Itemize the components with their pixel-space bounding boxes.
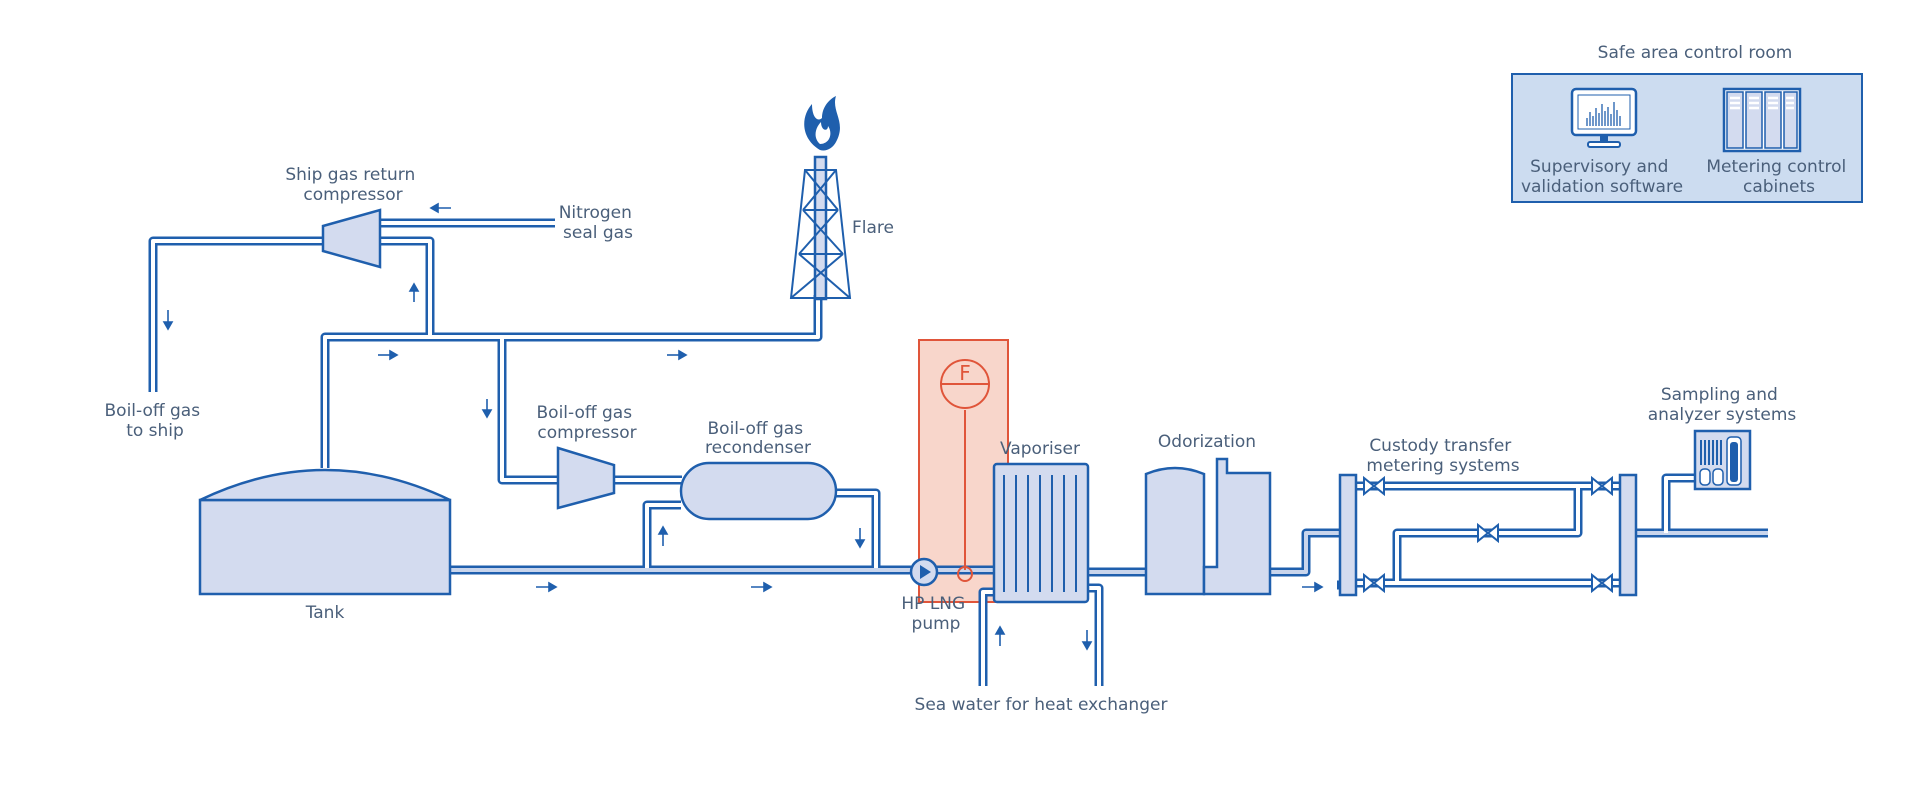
hp-lng-pump: HP LNG pump xyxy=(901,557,970,634)
cabinet-icon xyxy=(1722,87,1802,153)
flow-arrow-icon xyxy=(481,399,493,419)
valve-icon xyxy=(1363,572,1385,594)
tank-label: Tank xyxy=(305,603,345,623)
flow-arrow-icon xyxy=(854,528,866,549)
flare-tower-icon xyxy=(789,155,852,301)
sampling-label: Sampling and analyzer systems xyxy=(1648,385,1797,425)
flow-meter-letter: F xyxy=(959,361,971,385)
boil-off-gas-compressor-label: Boil-off gas compressor xyxy=(537,403,638,443)
flow-arrows xyxy=(162,202,1324,651)
flow-meter: F xyxy=(940,359,990,582)
compressor-icon xyxy=(556,446,616,510)
vaporiser-label: Vaporiser xyxy=(1000,439,1080,459)
flow-arrow-icon xyxy=(162,310,174,331)
metering-cabinets-label: Metering control cabinets xyxy=(1706,157,1851,197)
flow-arrow-icon xyxy=(378,349,399,361)
flow-arrow-icon xyxy=(408,282,420,302)
flow-arrow-icon xyxy=(1302,581,1324,593)
boil-off-gas-recondenser: Boil-off gas recondenser xyxy=(679,419,838,521)
flow-sensor xyxy=(957,566,973,582)
nitrogen-seal-gas-label: Nitrogen seal gas xyxy=(559,203,638,243)
valve-icon xyxy=(1591,475,1613,497)
flow-arrow-icon xyxy=(536,581,558,593)
flow-arrow-icon xyxy=(429,202,451,214)
boil-off-gas-recondenser-label: Boil-off gas recondenser xyxy=(705,419,811,458)
flow-arrow-icon xyxy=(657,525,669,546)
inlet-manifold xyxy=(1338,473,1358,597)
valve-icon xyxy=(1363,475,1385,497)
control-room-panel xyxy=(1511,73,1863,203)
boil-off-gas-to-ship-label: Boil-off gas to ship xyxy=(105,401,206,441)
flare: Flare xyxy=(789,96,894,301)
control-room: Safe area control room Supervisory and v… xyxy=(1511,43,1863,203)
valve-icon xyxy=(1591,572,1613,594)
flow-arrow-icon xyxy=(1081,630,1093,651)
tank: Tank xyxy=(198,468,452,623)
hp-lng-pump-label: HP LNG pump xyxy=(901,594,970,634)
boil-off-gas-compressor: Boil-off gas compressor xyxy=(537,403,638,510)
valve-icon xyxy=(1477,522,1499,544)
control-room-title: Safe area control room xyxy=(1598,43,1793,63)
outlet-manifold xyxy=(1618,473,1638,597)
sampling-analyzer: Sampling and analyzer systems xyxy=(1648,385,1797,491)
supervisory-label: Supervisory and validation software xyxy=(1521,157,1683,197)
pipe-network xyxy=(148,218,1768,686)
odorization: Odorization xyxy=(1144,432,1272,596)
sea-water-label: Sea water for heat exchanger xyxy=(915,695,1168,715)
flare-label: Flare xyxy=(852,218,894,238)
odorization-label: Odorization xyxy=(1158,432,1256,452)
custody-transfer-label: Custody transfer metering systems xyxy=(1366,436,1519,476)
flow-arrow-icon xyxy=(667,349,688,361)
flow-arrow-icon xyxy=(751,581,773,593)
compressor-icon xyxy=(321,208,382,269)
ship-gas-return-compressor-label: Ship gas return compressor xyxy=(285,165,420,205)
custody-transfer-metering: Custody transfer metering systems xyxy=(1338,436,1638,597)
flame-icon xyxy=(804,96,840,151)
flow-arrow-icon xyxy=(994,625,1006,646)
vaporiser: Vaporiser xyxy=(992,439,1090,604)
monitor-icon xyxy=(1570,87,1638,148)
ship-gas-return-compressor: Ship gas return compressor xyxy=(285,165,420,269)
